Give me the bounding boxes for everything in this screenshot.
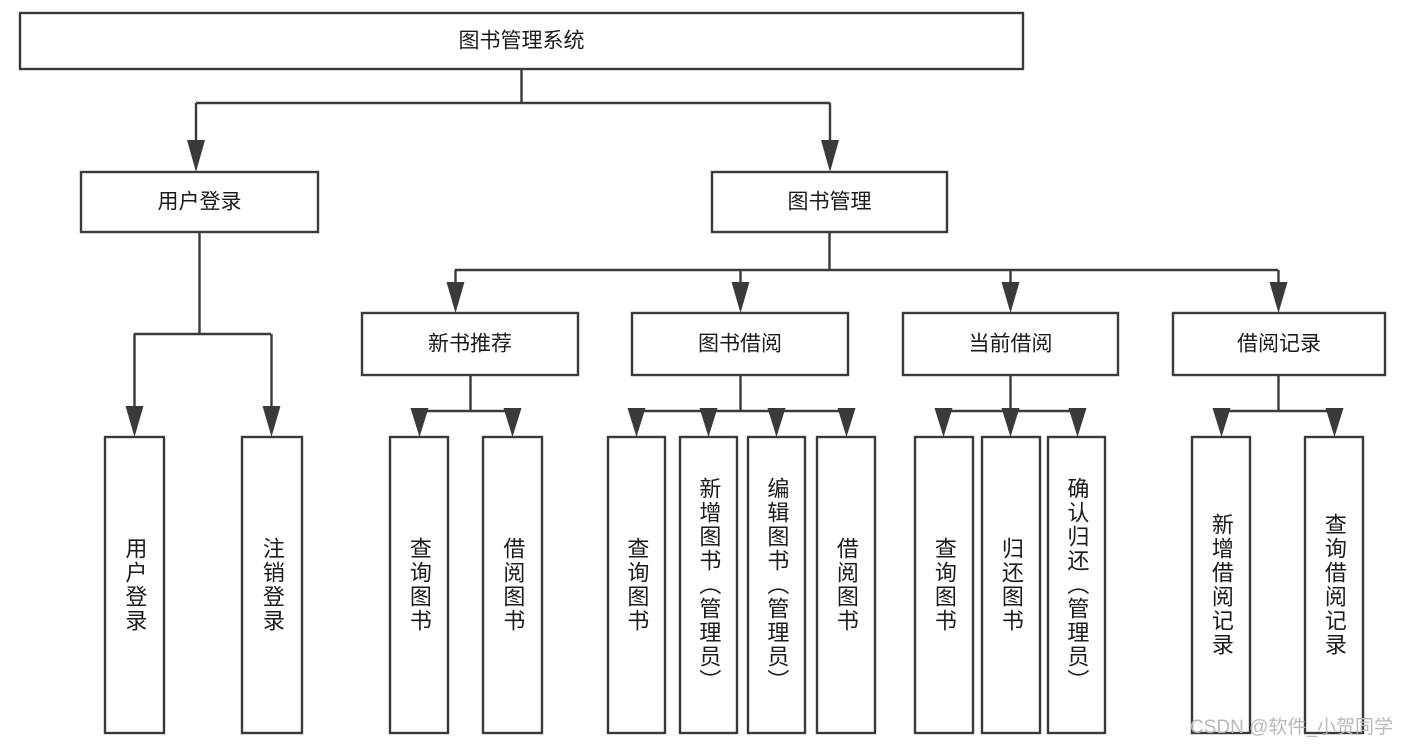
node-current-borrow[interactable]: 当前借阅: [901, 311, 1120, 377]
leaf-box-add-record[interactable]: [1190, 435, 1252, 735]
node-book-borrow-label: 图书借阅: [698, 333, 782, 356]
arrow-head-leaf-logout: [262, 406, 281, 437]
node-user-login[interactable]: 用户登录: [79, 170, 320, 234]
leaf-box-logout[interactable]: [240, 435, 304, 735]
leaf-box-query-book-3[interactable]: [913, 435, 975, 735]
leaf-box-add-book[interactable]: [678, 435, 739, 735]
leaf-box-edit-book[interactable]: [746, 435, 807, 735]
leaf-box-layer: [103, 435, 1365, 735]
arrow-head-leaf-query-book-2: [627, 408, 646, 437]
leaf-box-return-book[interactable]: [980, 435, 1042, 735]
arrow-head-leaf-confirm-return: [1068, 408, 1087, 437]
node-root-box[interactable]: [18, 11, 1025, 71]
node-book-borrow-box[interactable]: [630, 311, 850, 377]
leaf-box-query-record[interactable]: [1303, 435, 1365, 735]
arrow-head-leaf-borrow-book-2: [837, 408, 856, 437]
node-borrow-record-label: 借阅记录: [1237, 333, 1321, 356]
leaf-box-borrow-book-2[interactable]: [815, 435, 877, 735]
node-book-manage-box[interactable]: [710, 170, 949, 234]
node-book-borrow[interactable]: 图书借阅: [630, 311, 850, 377]
arrow-head-leaf-add-record: [1212, 408, 1231, 437]
arrow-head-leaf-query-record: [1325, 408, 1344, 437]
arrow-head-book-manage: [821, 140, 839, 172]
arrow-head-new-book-recommend: [446, 282, 465, 313]
leaf-box-borrow-book-1[interactable]: [481, 435, 544, 735]
arrow-head-leaf-user-login: [125, 406, 144, 437]
arrow-head-borrow-record: [1269, 282, 1288, 313]
leaf-box-confirm-return[interactable]: [1046, 435, 1107, 735]
node-borrow-record-box[interactable]: [1171, 311, 1387, 377]
node-book-manage-label: 图书管理: [788, 191, 872, 214]
leaf-box-user-login[interactable]: [103, 435, 166, 735]
node-current-borrow-label: 当前借阅: [969, 333, 1053, 356]
leaf-box-query-book-1[interactable]: [388, 435, 450, 735]
node-new-book-recommend[interactable]: 新书推荐: [360, 311, 580, 377]
csdn-watermark: CSDN @软件_小贺同学: [1190, 717, 1393, 738]
arrow-head-book-borrow: [731, 282, 750, 313]
node-current-borrow-box[interactable]: [901, 311, 1120, 377]
node-new-book-recommend-label: 新书推荐: [428, 333, 512, 356]
arrow-head-leaf-return-book: [1001, 408, 1020, 437]
arrow-head-leaf-query-book-1: [410, 408, 429, 437]
connector-layer: [125, 69, 1344, 437]
arrow-head-user-login: [187, 140, 205, 172]
arrow-head-current-borrow: [1001, 282, 1020, 313]
node-new-book-recommend-box[interactable]: [360, 311, 580, 377]
arrow-head-leaf-add-book: [699, 408, 718, 437]
node-borrow-record[interactable]: 借阅记录: [1171, 311, 1387, 377]
node-user-login-box[interactable]: [79, 170, 320, 234]
node-user-login-label: 用户登录: [158, 191, 242, 214]
arrow-head-leaf-query-book-3: [934, 408, 953, 437]
leaf-box-query-book-2[interactable]: [606, 435, 667, 735]
node-root-label: 图书管理系统: [459, 30, 585, 53]
node-book-manage[interactable]: 图书管理: [710, 170, 949, 234]
arrow-head-leaf-borrow-book-1: [503, 408, 522, 437]
arrow-head-leaf-edit-book: [767, 408, 786, 437]
node-root[interactable]: 图书管理系统: [18, 11, 1025, 71]
